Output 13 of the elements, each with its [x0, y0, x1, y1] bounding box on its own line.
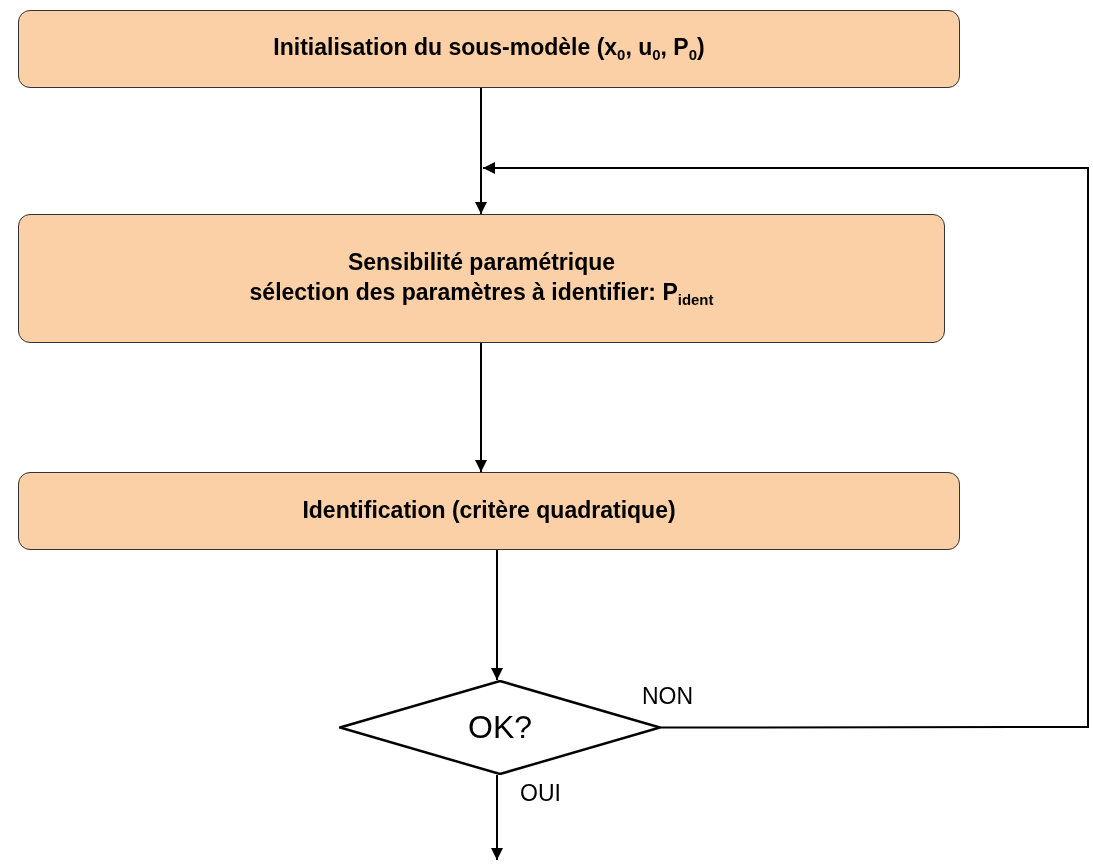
- process-box: [18, 472, 960, 550]
- process-box: [18, 10, 960, 88]
- step-title: Identification (critère quadratique): [302, 496, 676, 526]
- arrow: [491, 549, 503, 681]
- arrow: [491, 774, 503, 861]
- arrow: [482, 162, 1089, 729]
- step-title: Initialisation du sous-modèle (x$_{0}$, u$_{0}$, P$_{0}$): [273, 33, 705, 65]
- arrow: [475, 342, 487, 473]
- process-box: [18, 214, 945, 343]
- decision-label: OK?: [468, 707, 532, 747]
- arrow: [475, 87, 487, 215]
- step-text: sélection des paramètres à identifier: P$_{ident}$: [249, 277, 714, 310]
- step-title: Sensibilité paramétrique: [347, 247, 616, 277]
